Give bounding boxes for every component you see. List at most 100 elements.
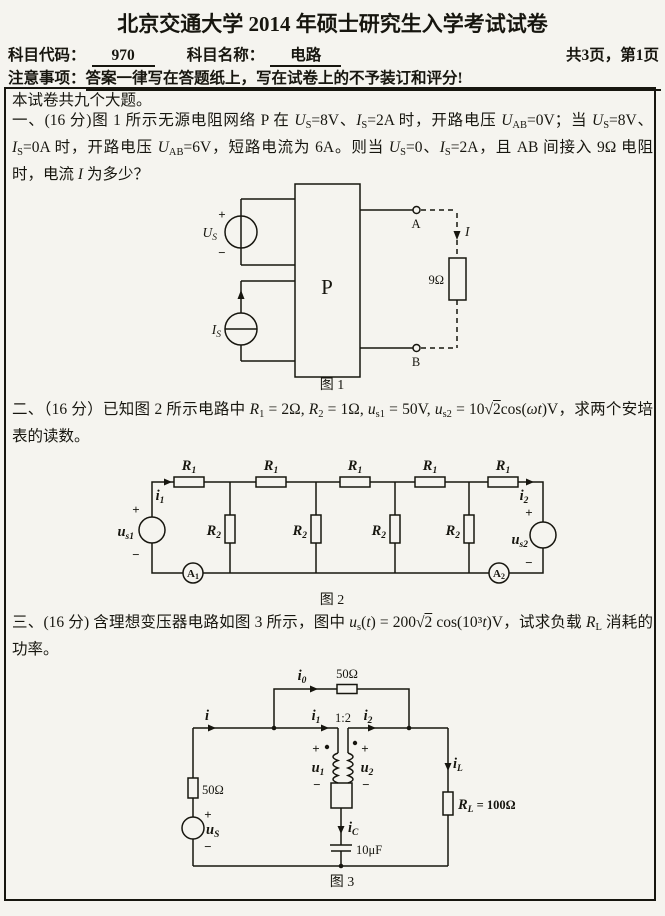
text-segment: s2: [442, 409, 452, 420]
fig3-secondary-polarity-dot: [352, 740, 358, 746]
fig3-il-label: iL: [453, 756, 463, 774]
fig3-u2-plus: +: [361, 741, 368, 756]
fig2-us2-minus: −: [525, 555, 532, 570]
fig2-ammeter-left-label: A1: [187, 568, 199, 581]
fig3-bypass-resistor: [336, 683, 358, 695]
fig3-us-plus: +: [204, 807, 211, 822]
fig3-source-resistor: [187, 777, 199, 799]
text-segment: u: [349, 614, 358, 631]
fig2-r1-resistor: [255, 476, 287, 488]
text-segment: =0V；当: [527, 112, 592, 129]
fig1-vs-plus: +: [218, 207, 225, 222]
fig3-i1-label: i1: [312, 708, 321, 726]
fig2-r1-resistor: [487, 476, 519, 488]
fig3-u1-minus: −: [313, 777, 320, 792]
text-segment: S: [400, 147, 406, 158]
text-segment: I: [12, 139, 18, 156]
fig3-il-arrow: [444, 763, 452, 771]
fig2-r1-resistor: [173, 476, 205, 488]
question-3-text: 三、(16 分) 含理想变压器电路如图 3 所示，图中 us(t) = 200√…: [12, 612, 653, 661]
subject-code-value: 970: [91, 47, 155, 67]
fig2-r1-resistor: [339, 476, 371, 488]
text-segment: = 1Ω,: [323, 401, 368, 418]
fig1-load-resistor: [448, 257, 467, 301]
fig2-r1-label: R1: [263, 458, 278, 476]
fig2-r2-resistor: [389, 514, 401, 544]
text-segment: u: [367, 401, 376, 418]
fig2-r1-label: R1: [495, 458, 510, 476]
notice-label: 注意事项：: [8, 70, 86, 87]
fig2-ammeter-right-label: A2: [493, 568, 505, 581]
text-segment: =0、: [405, 139, 440, 156]
text-segment: = 10√: [451, 401, 494, 418]
text-segment: t: [482, 614, 487, 631]
fig1-load-current-label: I: [464, 224, 471, 239]
text-segment: t: [366, 614, 371, 631]
fig2-r2-label: R2: [445, 523, 461, 541]
fig3-capacitor-plates: [330, 844, 352, 852]
figure-2-circuit: R1 R1 R1 R1 R1 R2 R2 R2 R2 i1 i2 A1 A2 +…: [117, 458, 557, 608]
text-segment: ωt: [526, 401, 542, 418]
fig1-terminal-b-node: [412, 343, 421, 353]
fig3-us-label: uS: [206, 822, 219, 840]
text-segment: =6V，短路电流为 6A。则当: [183, 139, 389, 156]
text-segment: =8V、: [609, 112, 654, 129]
text-segment: I: [439, 139, 445, 156]
text-segment: AB: [512, 120, 528, 131]
text-segment: 2: [318, 409, 324, 420]
fig2-ammeter-right-circle: [488, 562, 510, 584]
fig1-current-source-arrow: [237, 290, 245, 299]
fig2-i2-arrow: [526, 478, 534, 486]
text-segment: AB: [168, 147, 184, 158]
fig3-us-minus: −: [204, 839, 211, 854]
text-segment: S: [603, 120, 610, 131]
text-segment: U: [501, 112, 513, 129]
text-segment: s1: [375, 409, 385, 420]
text-segment: cos(10³: [432, 614, 483, 631]
text-segment: R: [308, 401, 319, 418]
text-segment: 2: [424, 614, 433, 631]
fig2-r2-resistor: [224, 514, 236, 544]
subject-name-label: 科目名称：: [186, 47, 265, 64]
fig3-i-label: i: [205, 708, 209, 724]
fig1-vs-minus: −: [218, 245, 225, 260]
fig3-source-circle: [181, 816, 205, 840]
fig3-node-right: [406, 725, 412, 731]
text-segment: ) = 200√: [370, 614, 425, 631]
fig3-node-left: [271, 725, 277, 731]
fig3-source-resistor-label: 50Ω: [202, 783, 224, 797]
fig1-load-current-arrow: [453, 231, 461, 240]
fig1-network-label: P: [321, 275, 333, 299]
fig2-caption: 图 2: [320, 593, 345, 608]
text-segment: U: [294, 112, 306, 129]
text-segment: S: [444, 147, 451, 158]
fig3-primary-coil: [332, 752, 341, 784]
question-1-text: 一、(16 分)图 1 所示无源电阻网络 P 在 US=8V、IS=2A 时，开…: [12, 110, 653, 186]
fig2-r2-label: R2: [371, 523, 387, 541]
text-segment: =0A 时，开路电压: [23, 139, 158, 156]
fig2-i1-arrow: [164, 478, 172, 486]
fig1-caption: 图 1: [320, 378, 345, 393]
text-segment: )V，求两个安培表的读数。: [12, 401, 654, 445]
fig1-vs-label: US: [203, 225, 218, 243]
fig3-u2-minus: −: [362, 777, 369, 792]
text-segment: =8V、: [311, 112, 357, 129]
figure-3-circuit: i i0 50Ω i1 1:2 i2 + u1 − + u2 − 50Ω + u…: [181, 667, 516, 890]
question-2-text: 二、（16 分）已知图 2 所示电路中 R1 = 2Ω, R2 = 1Ω, us…: [12, 399, 653, 448]
text-segment: U: [591, 112, 604, 129]
text-segment: = 2Ω,: [264, 401, 309, 418]
notice-text: 答案一律写在答题纸上，写在试卷上的不予装订和评分!: [85, 66, 463, 91]
fig2-r1-label: R1: [422, 458, 437, 476]
subject-name-value: 电路: [270, 43, 342, 67]
fig3-i0-label: i0: [298, 668, 307, 686]
fig3-load-resistor: [442, 791, 454, 816]
fig3-load-resistor-label: RL = 100Ω: [457, 797, 516, 815]
fig2-us2-plus: +: [525, 505, 532, 520]
fig2-us1-minus: −: [132, 547, 139, 562]
fig2-r2-resistor: [463, 514, 475, 544]
fig3-i1-arrow: [321, 724, 329, 732]
text-segment: I: [77, 166, 84, 183]
text-segment: L: [595, 622, 602, 633]
